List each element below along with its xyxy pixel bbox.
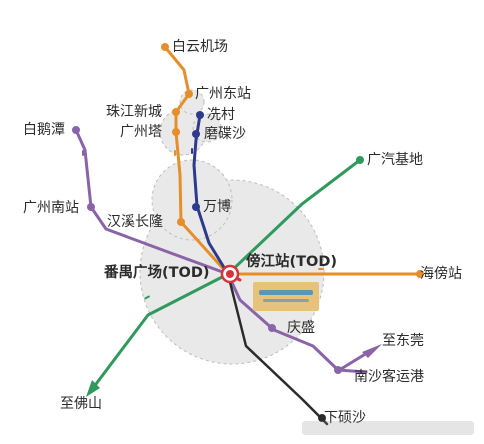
line-orange (163, 45, 230, 276)
line-purple-northwest (74, 128, 230, 276)
label-nansha-port: 南沙客运港 (354, 369, 424, 385)
dot-qingsheng (268, 324, 276, 332)
label-xiayongsha: 下硕沙 (324, 410, 366, 426)
label-pangjiang: 傍江站(TOD) (246, 254, 338, 270)
label-guangzhou-tower: 广州塔 (120, 124, 162, 140)
label-guangzhou-east: 广州东站 (195, 86, 251, 102)
arrow-heads (86, 344, 382, 397)
label-modiesha: 磨碟沙 (204, 126, 246, 142)
label-baiyun-airport: 白云机场 (172, 39, 228, 55)
dot-zhujiang-xincheng (172, 108, 180, 116)
tag-line-navy (191, 148, 193, 154)
line-black (226, 272, 329, 426)
dot-guangzhou-east (185, 90, 193, 98)
interchange-hub (220, 264, 240, 284)
watermark-text (302, 421, 474, 435)
dot-xiancun (196, 111, 204, 119)
station-dots (72, 43, 424, 422)
project-logo-panel (253, 282, 319, 311)
logo-subtitle (263, 299, 309, 302)
label-xiancun: 冼村 (207, 107, 235, 123)
arrow-to-foshan (86, 380, 100, 397)
dot-guangzhou-tower (172, 128, 180, 136)
tag-line-purple (82, 150, 84, 156)
dot-hanxi-changlong (177, 218, 185, 226)
dot-xiayongsha (318, 414, 326, 422)
watermark (302, 418, 474, 438)
tag-line-orange-east (318, 268, 324, 270)
label-qingsheng: 庆盛 (287, 320, 315, 336)
dot-wanbo (192, 203, 200, 211)
dot-baiyun-airport (161, 43, 169, 51)
label-zhujiang-xincheng: 珠江新城 (106, 104, 162, 120)
label-hanxi-changlong: 汉溪长隆 (107, 214, 163, 230)
hub-inner-dot (226, 270, 234, 278)
dot-modiesha (192, 130, 200, 138)
arrow-to-dongguan-shaft (335, 348, 373, 374)
label-to-dongguan: 至东莞 (382, 333, 424, 349)
label-wanbo: 万博 (203, 199, 231, 215)
label-haibang: 海傍站 (420, 266, 462, 282)
label-guangzhou-south: 广州南站 (23, 200, 79, 216)
logo-mark (259, 290, 313, 295)
dot-guangzhou-south (87, 203, 95, 211)
dot-baietan (72, 126, 80, 134)
zone-circle-mid (151, 159, 233, 241)
label-panyu-square: 番禺广场(TOD) (104, 265, 210, 281)
dot-haibang (416, 270, 424, 278)
label-to-foshan: 至佛山 (60, 396, 102, 412)
dot-nansha-port (334, 366, 342, 374)
tag-line-orange (174, 150, 176, 156)
dot-guangqi-jidi (356, 156, 364, 164)
label-guangqi-jidi: 广汽基地 (367, 152, 423, 168)
line-purple-southeast (226, 272, 368, 374)
label-baietan: 白鹅潭 (23, 122, 65, 138)
